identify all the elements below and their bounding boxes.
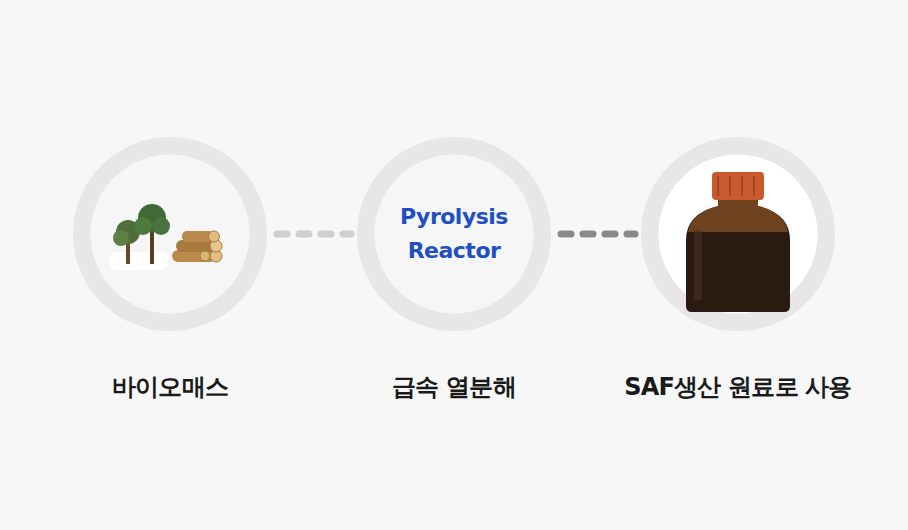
node-text: Pyrolysis Reactor bbox=[384, 200, 524, 268]
dashed-connector bbox=[277, 231, 351, 238]
node-caption: 급속 열분해 bbox=[392, 371, 516, 403]
process-circle: Pyrolysis Reactor급속 열분해 bbox=[357, 137, 551, 331]
process-circle: 바이오매스 bbox=[73, 137, 267, 331]
node-caption: 바이오매스 bbox=[112, 371, 228, 403]
node-caption: SAF생산 원료로 사용 bbox=[624, 371, 851, 403]
dashed-connector bbox=[561, 231, 635, 238]
process-circle: SAF생산 원료로 사용 bbox=[641, 137, 835, 331]
